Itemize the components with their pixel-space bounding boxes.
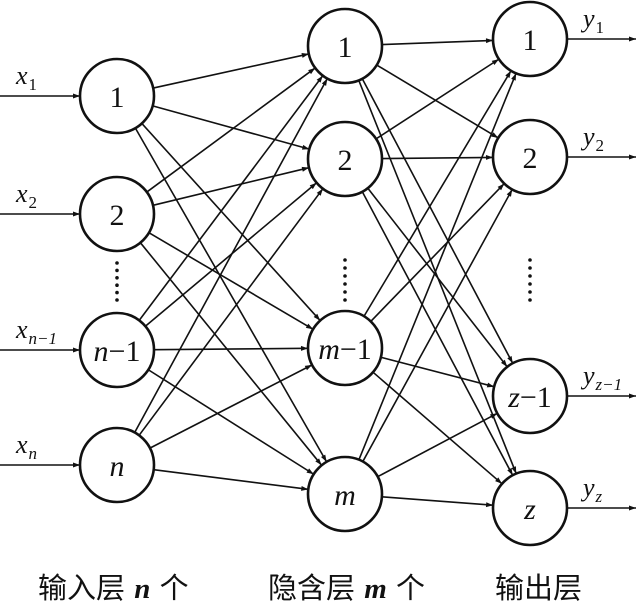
node-circle — [306, 455, 384, 533]
connection-edge — [134, 127, 328, 463]
input-label: x1 — [15, 61, 37, 94]
ellipsis-dot — [528, 290, 532, 294]
connection-edge — [148, 232, 314, 330]
io-arrows: x1 x2 xn−1 xn y1 y2 yz−1 yz — [0, 4, 636, 511]
ellipsis-dot — [343, 266, 347, 270]
node-label: 1 — [338, 31, 353, 64]
input-node: 2 — [78, 175, 156, 253]
ellipsis-dot — [115, 290, 119, 295]
ellipsis-dot — [528, 274, 532, 278]
input-node: 1 — [78, 57, 156, 135]
output-node: 1 — [491, 0, 569, 78]
ellipsis-dot — [115, 268, 119, 273]
connection-edge — [381, 38, 494, 46]
hidden-node: m−1 — [306, 309, 384, 387]
input-layer-caption: 输入层 n 个 — [38, 571, 189, 605]
node-circle — [78, 57, 156, 135]
ellipsis-dot — [343, 290, 347, 294]
connection-edge — [363, 70, 512, 317]
node-label: 2 — [110, 199, 125, 232]
connection-edge — [146, 67, 316, 193]
node-circle — [306, 7, 384, 85]
connection-edge — [152, 53, 310, 89]
connection-edge — [362, 189, 513, 462]
node-label: 1 — [523, 24, 538, 57]
nodes: 1 2 n−1 n 1 2 m−1 m 1 2 z−1 z — [78, 0, 569, 547]
connection-edge — [147, 369, 315, 475]
connection-edge — [141, 122, 321, 322]
ellipsis-dot — [528, 266, 532, 270]
hidden-layer-caption: 隐含层 m 个 — [268, 571, 425, 605]
connection-edge — [372, 371, 503, 485]
node-circle — [491, 0, 569, 78]
node-circle — [306, 309, 384, 387]
layer-captions: 输入层 n 个 隐含层 m 个 输出层 — [38, 571, 582, 605]
node-label: m−1 — [318, 333, 372, 366]
connection-edge — [370, 183, 505, 322]
node-circle — [78, 311, 156, 389]
connection-edge — [361, 78, 514, 364]
input-label: xn — [15, 430, 37, 463]
connection-edge — [153, 345, 309, 351]
ellipsis-dot — [528, 298, 532, 302]
node-circle — [306, 120, 384, 198]
output-label: yz — [580, 473, 603, 506]
connection-edge — [149, 364, 313, 449]
output-node: z−1 — [491, 357, 569, 435]
hidden-node: 2 — [306, 120, 384, 198]
connection-edge — [377, 412, 498, 478]
connection-edge — [381, 495, 494, 508]
ellipsis-dot — [343, 258, 347, 262]
node-label: 1 — [110, 81, 125, 114]
ellipsis-dot — [528, 282, 532, 286]
node-circle — [78, 175, 156, 253]
output-node: 2 — [491, 118, 569, 196]
connection-edge — [153, 468, 309, 491]
node-label: n−1 — [94, 335, 141, 368]
node-label: z−1 — [507, 381, 552, 414]
node-label: m — [334, 479, 356, 512]
output-label: y1 — [580, 4, 604, 37]
connection-edge — [139, 242, 323, 466]
node-circle — [78, 426, 156, 504]
connection-edge — [381, 155, 494, 160]
output-label: y2 — [580, 122, 604, 155]
connection-edge — [361, 191, 514, 476]
input-node: n−1 — [78, 311, 156, 389]
hidden-node: 1 — [306, 7, 384, 85]
node-circle — [491, 469, 569, 547]
connection-edge — [152, 166, 310, 207]
connection-edge — [133, 78, 329, 433]
node-circle — [491, 357, 569, 435]
connections — [133, 38, 517, 508]
node-circle — [491, 118, 569, 196]
node-label: 2 — [338, 144, 353, 177]
connection-edge — [138, 188, 324, 436]
ellipsis-dot — [115, 298, 119, 302]
connection-edge — [367, 187, 508, 368]
ellipsis-dot — [343, 298, 347, 302]
ellipsis-dot — [115, 283, 119, 288]
input-node: n — [78, 426, 156, 504]
ellipsis-dot — [528, 258, 532, 262]
connection-edge — [375, 58, 500, 140]
output-layer-caption: 输出层 — [495, 571, 582, 605]
ellipsis-dot — [115, 261, 119, 265]
node-label: 2 — [523, 142, 538, 175]
ellipsis-dot — [343, 274, 347, 278]
connection-edge — [152, 105, 310, 150]
node-label: n — [110, 450, 125, 483]
output-label: yz−1 — [580, 361, 622, 394]
node-label: z — [523, 493, 536, 526]
output-node: z — [491, 469, 569, 547]
ellipsis-dot — [343, 282, 347, 286]
input-label: x2 — [15, 179, 37, 212]
input-label: xn−1 — [15, 315, 57, 348]
connection-edge — [358, 72, 517, 461]
connection-edge — [138, 75, 324, 321]
ellipsis-dot — [115, 276, 119, 280]
hidden-node: m — [306, 455, 384, 533]
connection-edge — [380, 356, 495, 388]
